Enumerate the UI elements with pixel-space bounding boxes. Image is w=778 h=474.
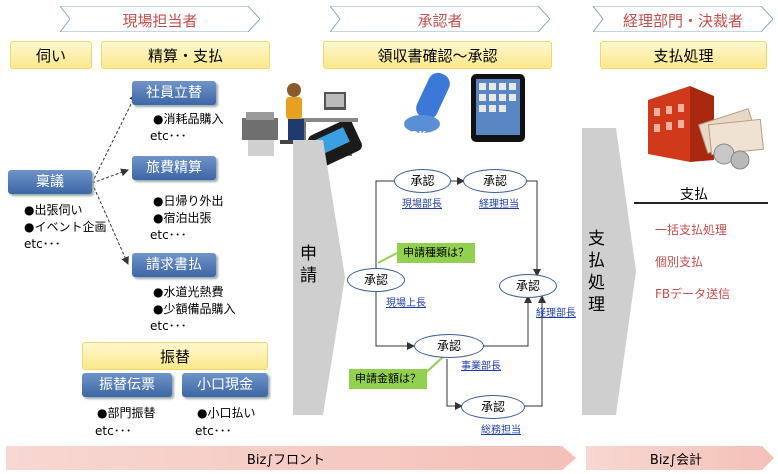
- ok-stamp-icon: [404, 72, 450, 133]
- payment-box: 支払処理: [600, 41, 767, 69]
- role-keiri-tanto: 経理担当: [479, 199, 519, 210]
- b1-item-1: ●消耗品購入: [153, 112, 224, 126]
- header-approver: 承認者: [330, 6, 550, 32]
- question-amount: 申請金額は？: [349, 369, 427, 389]
- footer-front-label: Biz∫フロント: [246, 453, 326, 468]
- b3-etc: etc･･･: [150, 319, 187, 333]
- footer-kaikei-bar: [586, 446, 774, 470]
- approve-node-5: 承認: [414, 334, 484, 358]
- footer-front-bar: [6, 446, 576, 470]
- receipt-box: 領収書確認～承認: [323, 41, 552, 69]
- b3-item-1: ●水道光熱費: [153, 285, 224, 299]
- header-finance-label: 経理部門・決裁者: [622, 12, 743, 30]
- left-connectors: [91, 93, 137, 265]
- header-approver-label: 承認者: [417, 12, 463, 30]
- office-worker-illustration: [242, 83, 358, 156]
- role-jigyo-bucho: 事業部長: [461, 361, 501, 372]
- apply-label: 申請: [300, 244, 317, 286]
- approve-node-2: 承認: [463, 169, 527, 193]
- b1-etc: etc･･･: [150, 129, 187, 143]
- ringi-box: 稟議: [8, 170, 92, 194]
- payment-vertical-label: 支払処理: [588, 229, 605, 315]
- header-field-label: 現場担当者: [122, 12, 198, 30]
- koguchi-box: 小口現金: [182, 373, 268, 397]
- pay-heading: 支払: [680, 187, 708, 203]
- approve-node-1: 承認: [394, 169, 451, 193]
- role-keiri-bucho: 経理部長: [536, 308, 576, 319]
- b2-etc: etc･･･: [150, 228, 187, 242]
- bank-sign: BANK: [650, 84, 676, 93]
- b3-item-2: ●少額備品購入: [153, 302, 236, 316]
- question-type: 申請種類は？: [397, 243, 475, 263]
- seikyu-box: 請求書払: [132, 253, 216, 277]
- role-genba-jocho: 現場上長: [386, 298, 426, 309]
- apply-arrow: [293, 140, 345, 415]
- approve-node-3: 承認: [347, 268, 405, 292]
- ok-label: OK: [410, 130, 427, 141]
- ringi-etc: etc･･･: [24, 237, 61, 251]
- footer-kaikei-label: Biz∫会計: [649, 453, 703, 468]
- role-somu-tanto: 総務担当: [481, 425, 521, 436]
- pay-item-2: 個別支払: [655, 255, 704, 269]
- t1-etc: etc･･･: [95, 424, 132, 438]
- approve-node-6: 承認: [461, 395, 525, 419]
- furikae-box: 振替伝票: [82, 373, 172, 397]
- transfer-box: 振替: [82, 342, 268, 370]
- header-field: 現場担当者: [60, 6, 260, 32]
- t1-item-1: ●部門振替: [97, 406, 156, 420]
- pay-item-1: 一括支払処理: [655, 223, 728, 237]
- ringi-item-2: ●イベント企画: [24, 220, 107, 234]
- role-genba-bucho: 現場部長: [402, 199, 442, 210]
- ryohi-box: 旅費精算: [132, 156, 216, 180]
- header-finance: 経理部門・決裁者: [593, 6, 773, 32]
- tablet-icon: [471, 74, 525, 142]
- approve-node-4: 承認: [499, 274, 557, 298]
- t2-etc: etc･･･: [195, 424, 232, 438]
- payment-arrow: [582, 128, 636, 415]
- pay-item-3: FBデータ送信: [655, 287, 731, 301]
- inquiry-box: 伺い: [10, 41, 92, 69]
- settle-box: 精算・支払: [101, 41, 270, 69]
- bank-money-illustration: [648, 86, 764, 170]
- b2-item-1: ●日帰り外出: [153, 194, 224, 208]
- t2-item-1: ●小口払い: [197, 406, 256, 420]
- shain-tatekae-box: 社員立替: [132, 81, 216, 105]
- ringi-item-1: ●出張伺い: [24, 203, 83, 217]
- b2-item-2: ●宿泊出張: [153, 211, 212, 225]
- pay-divider: [634, 202, 768, 204]
